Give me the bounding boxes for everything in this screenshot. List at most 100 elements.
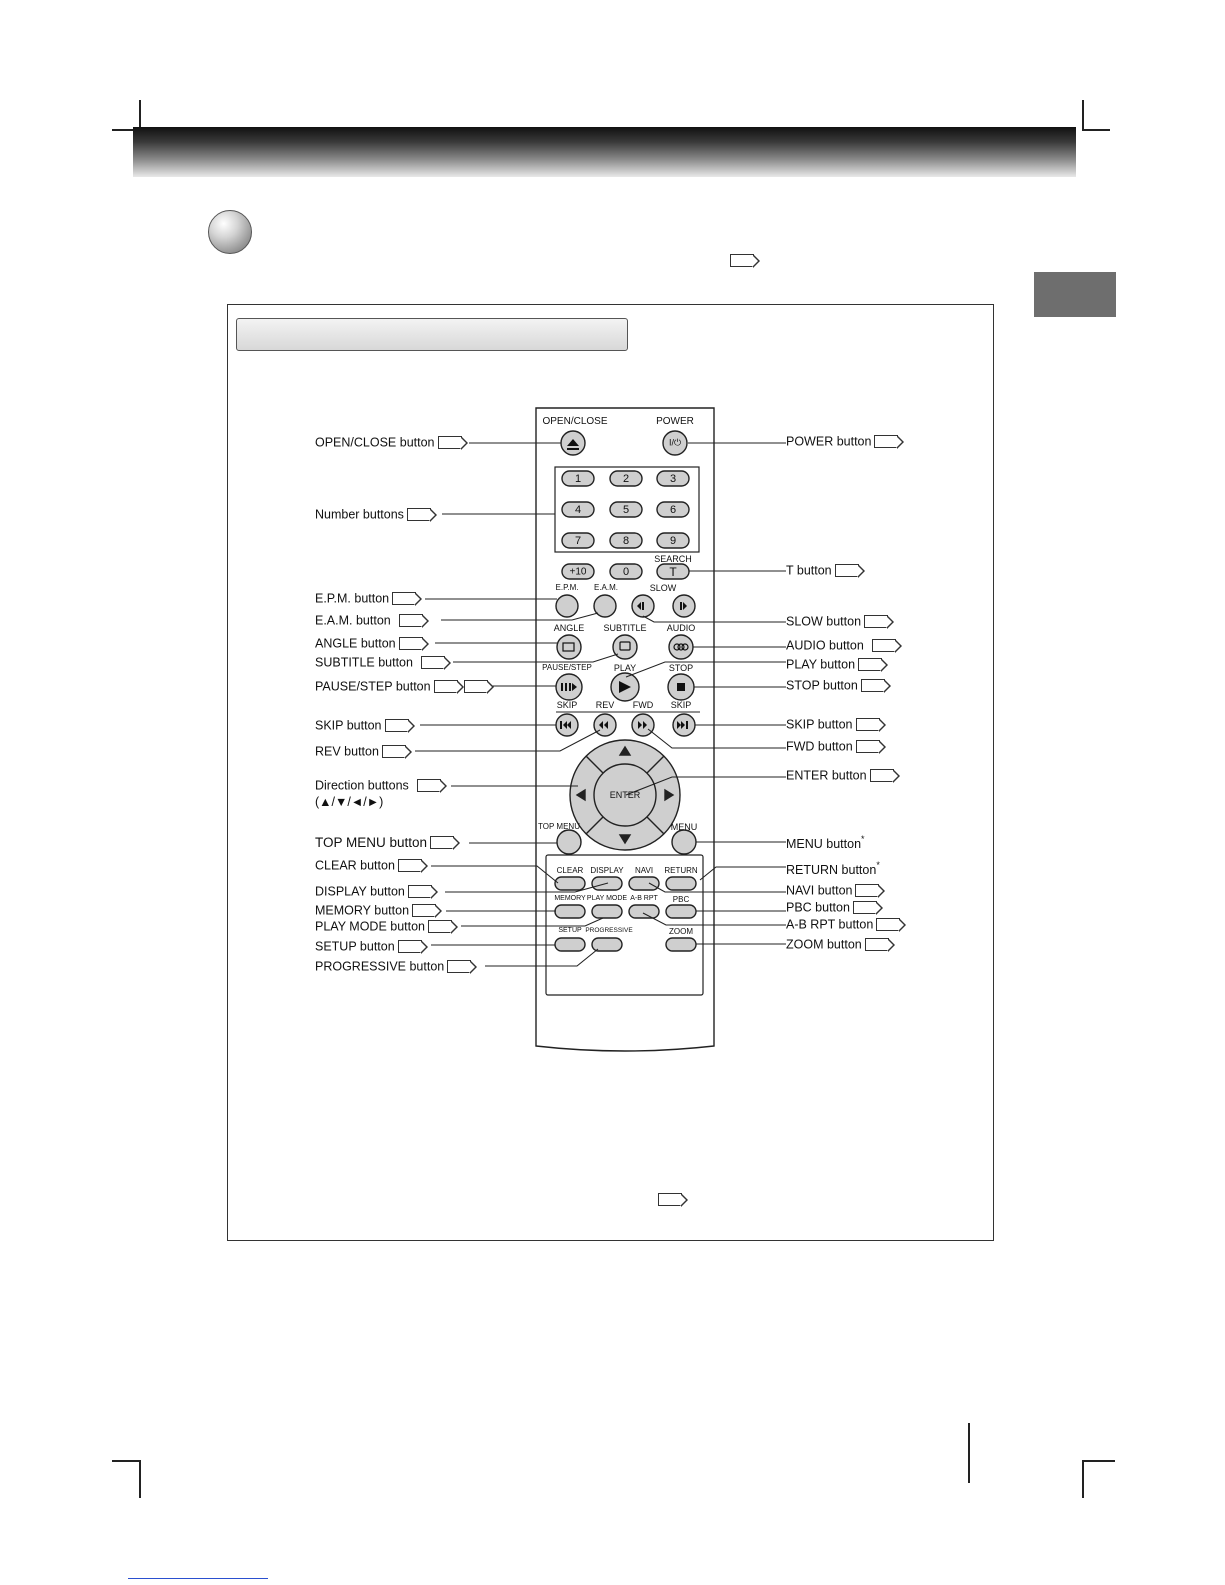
digit-6[interactable]: 6 [669,504,677,516]
remote-angle-label: ANGLE [553,623,585,633]
angle-icon [562,642,575,652]
digit-4[interactable]: 4 [574,504,582,516]
remote-epm-label: E.P.M. [555,583,579,592]
eject-symbol: ⏏ [573,443,574,444]
digit-2[interactable]: 2 [622,473,630,485]
callout-epm: E.P.M. button [315,591,423,607]
num-7 [561,532,595,549]
callout-audio: AUDIO button [786,638,902,654]
digit-1[interactable]: 1 [574,473,582,485]
remote-search-label: SEARCH [654,554,692,564]
remote-display-label: DISPLAY [590,866,624,875]
page-ref-icon [855,740,886,755]
stop-icon [677,683,685,691]
callout-zoom: ZOOM button [786,937,895,953]
page-ref-icon [437,436,468,451]
subtitle-btn [612,634,638,660]
remote-fwd-label: FWD [632,700,654,710]
trim-mark [112,1460,140,1462]
page-ref-icon [398,637,429,652]
callout-slow: SLOW button [786,614,895,630]
remote-power-label: POWER [656,416,694,427]
remote-slow-label: SLOW [649,583,677,593]
menu-btn [671,829,697,855]
audio-btn [668,634,694,660]
digit-9[interactable]: 9 [669,535,677,547]
setup-btn [554,937,586,952]
memory-btn [554,904,586,919]
callout-enter: ENTER button [786,768,900,784]
digit-8[interactable]: 8 [622,535,630,547]
page-ref-icon [397,859,428,874]
page-ref-icon [855,884,886,899]
down-arrow-icon [618,834,632,845]
callout-stop: STOP button [786,678,891,694]
remote-pause-step-label: PAUSE/STEP [542,663,592,672]
remote-pbc-label: PBC [672,895,690,904]
play-icon [619,681,631,693]
page-ref-icon [834,564,865,579]
callout-fwd: FWD button [786,739,886,755]
skip-forward-icon [677,721,688,729]
section-tab [1034,272,1116,317]
callout-ab-rpt: A-B RPT button [786,917,907,933]
trim-mark [139,1460,141,1498]
page-ref-icon [381,745,412,760]
page-ref-icon [428,920,459,935]
eject-icon [567,439,579,450]
callout-pbc: PBC button [786,900,883,916]
footnote-mark: * [876,860,880,870]
ab-rpt-btn [628,904,660,919]
skip-back-icon [560,721,571,729]
remote-audio-label: AUDIO [666,623,696,633]
remote-menu-label: MENU [670,822,698,832]
page-ref-icon [384,719,415,734]
digit-5[interactable]: 5 [622,504,630,516]
callout-play: PLAY button [786,657,889,673]
direction-pad [569,739,681,851]
audio-icon [673,643,681,651]
page-ref-icon [860,679,891,694]
slow-back-icon [637,602,644,610]
page-ref-icon [392,592,423,607]
page-ref-icon [876,918,907,933]
num-9 [656,532,690,549]
page-ref-icon [416,779,447,794]
trim-mark [1082,100,1084,130]
pbc-btn [665,904,697,919]
right-arrow-icon [664,788,675,802]
remote-skip-right-label: SKIP [670,700,692,710]
callout-display: DISPLAY button [315,884,438,900]
trim-mark [1082,1460,1115,1462]
power-symbol: I/⏻ [668,437,682,448]
digit-0[interactable]: 0 [622,566,630,578]
page-ref-icon [855,718,886,733]
callout-eam: E.A.M. button [315,613,429,629]
digit-t[interactable]: T [669,565,677,579]
callout-top-menu: TOP MENU button [315,834,461,850]
slow-forward-icon [680,602,687,610]
remote-play-label: PLAY [613,663,637,673]
remote-ab-rpt-label: A-B RPT [630,895,658,902]
page-ref-icon [447,960,478,975]
page-ref-icon [852,901,883,916]
digit-plus10[interactable]: +10 [569,566,587,578]
callout-progressive: PROGRESSIVE button [315,959,478,975]
remote-open-close-label: OPEN/CLOSE [542,416,608,427]
digit-3[interactable]: 3 [669,473,677,485]
digit-7[interactable]: 7 [574,535,582,547]
num-2 [609,470,643,487]
page-ref-icon [397,940,428,955]
callout-open-close: OPEN/CLOSE button [315,435,468,451]
enter-label[interactable]: ENTER [609,790,641,800]
remote-skip-left-label: SKIP [556,700,578,710]
page-ref-icon [430,835,461,850]
remote-progressive-label: PROGRESSIVE [585,927,633,934]
callout-return: RETURN button* [786,860,880,877]
page-ref-icon [874,435,905,450]
page-number-rule [968,1423,970,1483]
remote-play-mode-label: PLAY MODE [586,895,628,902]
section-bullet [208,210,252,254]
remote-top-menu-label: TOP MENU [538,822,580,831]
epm-btn [555,594,579,618]
